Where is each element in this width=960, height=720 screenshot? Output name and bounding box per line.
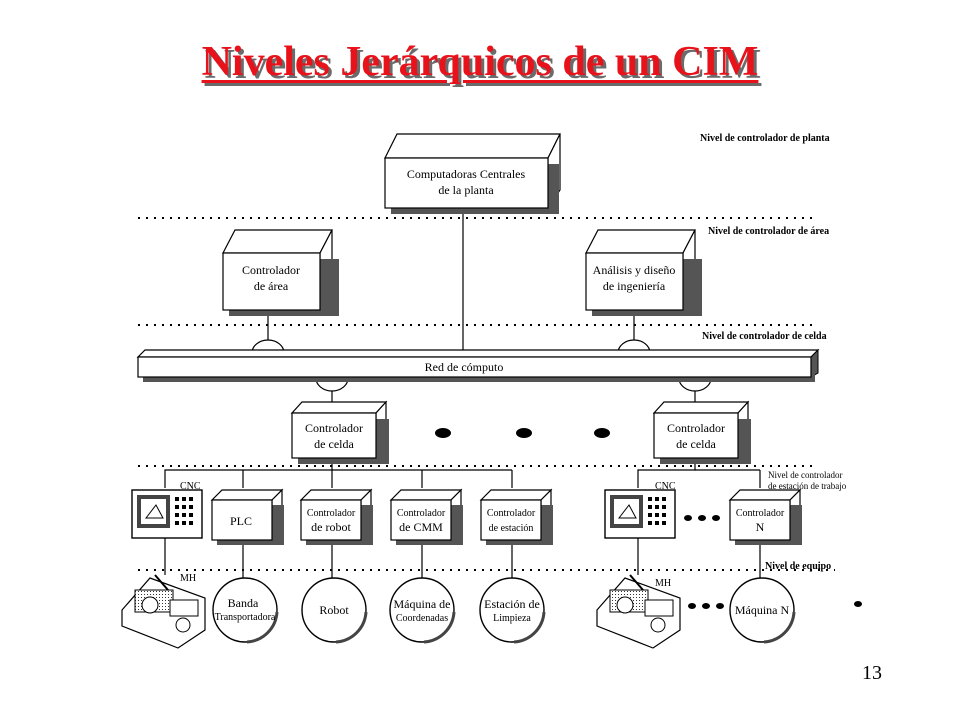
machine-n-label: Máquina N xyxy=(735,603,790,617)
equipment-conveyor: Banda Transportadora xyxy=(212,577,279,644)
box-engineering-analysis: Análisis y diseño de ingeniería xyxy=(585,229,702,316)
level-label-plant: Nivel de controlador de planta xyxy=(700,133,830,144)
lathe-machine-right: MH xyxy=(596,574,681,649)
page-number: 13 xyxy=(862,662,882,684)
level-label-workstation-1: Nivel de controlador xyxy=(768,470,842,480)
level-label-cell: Nivel de controlador de celda xyxy=(702,331,827,342)
robot-ctrl-label-1: Controlador xyxy=(307,508,356,519)
cnc-unit-left: CNC xyxy=(131,481,203,539)
robot-ctrl-label-2: de robot xyxy=(311,520,351,534)
box-robot-controller: Controlador de robot xyxy=(299,488,373,545)
cmm-label-2: Coordenadas xyxy=(396,613,448,624)
mh-left-label: MH xyxy=(180,573,196,584)
area-ctrl-label-2: de área xyxy=(254,279,289,293)
network-label: Red de cómputo xyxy=(425,360,504,374)
cell-right-label-1: Controlador xyxy=(667,421,725,435)
analysis-label-2: de ingeniería xyxy=(603,279,666,293)
ctrl-n-label-2: N xyxy=(756,520,765,534)
box-controller-n: Controlador N xyxy=(728,488,802,545)
equipment-cmm: Máquina de Coordenadas xyxy=(389,577,456,644)
band-label-2: Transportadora xyxy=(215,612,276,623)
cmm-label-1: Máquina de xyxy=(394,597,451,611)
box-area-controller: Controlador de área xyxy=(222,229,339,316)
equipment-machine-n: Máquina N xyxy=(729,577,796,644)
network-bar: Red de cómputo xyxy=(136,339,820,392)
cmm-ctrl-label-2: de CMM xyxy=(399,520,443,534)
cell-left-label-1: Controlador xyxy=(305,421,363,435)
station-label-2: Limpieza xyxy=(493,613,531,624)
box-plc: PLC xyxy=(210,488,284,545)
box-cmm-controller: Controlador de CMM xyxy=(389,488,463,545)
cnc-unit-right: CNC xyxy=(604,481,676,539)
equipment-robot: Robot xyxy=(301,577,368,644)
cell-right-label-2: de celda xyxy=(676,437,716,451)
cmm-ctrl-label-1: Controlador xyxy=(397,508,446,519)
cell-left-label-2: de celda xyxy=(314,437,354,451)
box-cell-controller-right: Controlador de celda xyxy=(652,400,751,464)
plc-label: PLC xyxy=(230,514,252,528)
central-label-2: de la planta xyxy=(438,183,494,197)
cnc-right-label: CNC xyxy=(655,481,676,492)
workstation-ellipsis-dots xyxy=(684,515,720,521)
level-label-equipment: Nivel de equipo xyxy=(765,561,831,572)
mh-right-label: MH xyxy=(655,578,671,589)
station-ctrl-label-2: de estación xyxy=(489,523,534,534)
box-cell-controller-left: Controlador de celda xyxy=(290,400,389,464)
station-ctrl-label-1: Controlador xyxy=(487,508,536,519)
equipment-ellipsis-dots xyxy=(688,601,862,609)
level-label-workstation-2: de estación de trabajo xyxy=(768,481,847,491)
equipment-cleaning-station: Estación de Limpieza xyxy=(479,577,546,644)
box-station-controller: Controlador de estación xyxy=(479,488,553,545)
box-central-computers: Computadoras Centrales de la planta xyxy=(384,133,561,214)
area-ctrl-label-1: Controlador xyxy=(242,263,300,277)
central-label-1: Computadoras Centrales xyxy=(407,167,526,181)
station-label-1: Estación de xyxy=(484,597,540,611)
cell-ellipsis-dots xyxy=(435,428,610,438)
robot-label: Robot xyxy=(319,603,349,617)
band-label-1: Banda xyxy=(228,596,259,610)
lathe-machine-left: MH xyxy=(121,573,206,649)
slide-title: Niveles Jerárquicos de un CIM xyxy=(201,39,759,85)
cnc-left-label: CNC xyxy=(180,481,201,492)
level-label-area: Nivel de controlador de área xyxy=(708,226,829,237)
analysis-label-1: Análisis y diseño xyxy=(593,263,676,277)
ctrl-n-label-1: Controlador xyxy=(736,508,785,519)
